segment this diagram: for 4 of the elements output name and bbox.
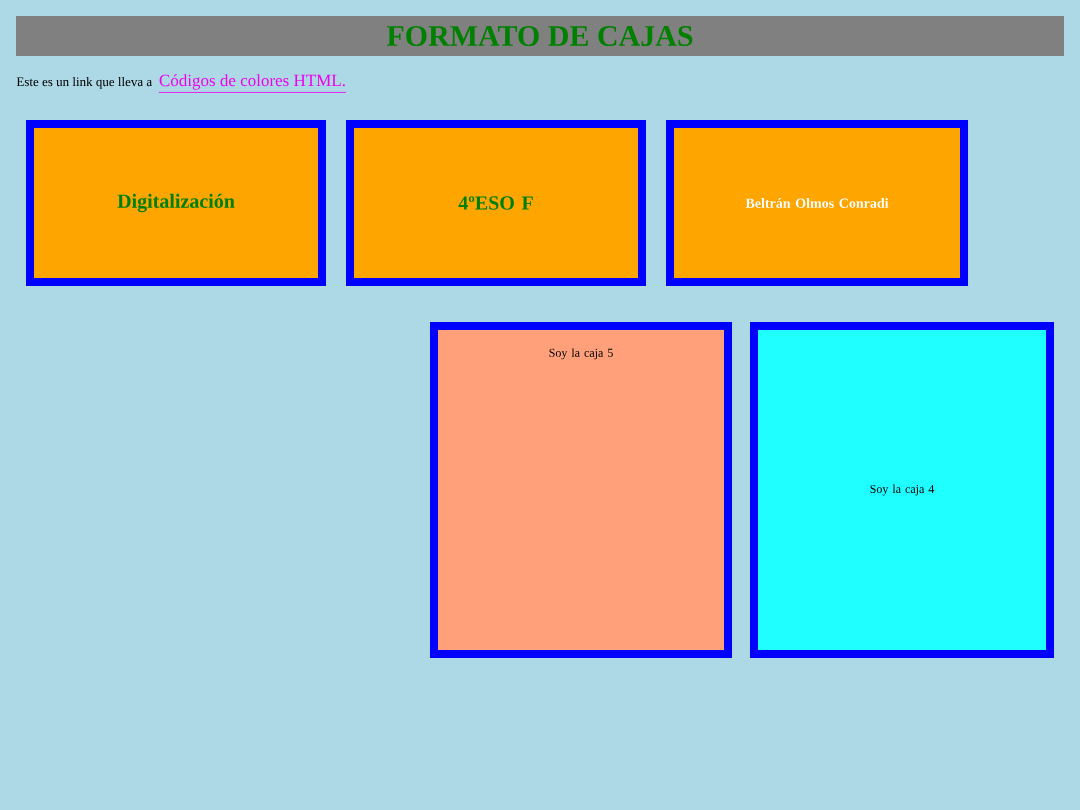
text-box: Digitalización xyxy=(26,120,326,286)
hyperlink: Códigos de colores HTML. xyxy=(158,74,347,93)
title-banner: FORMATO DE CAJAS xyxy=(16,16,1064,56)
text-box: 4ºESO F xyxy=(346,120,646,286)
